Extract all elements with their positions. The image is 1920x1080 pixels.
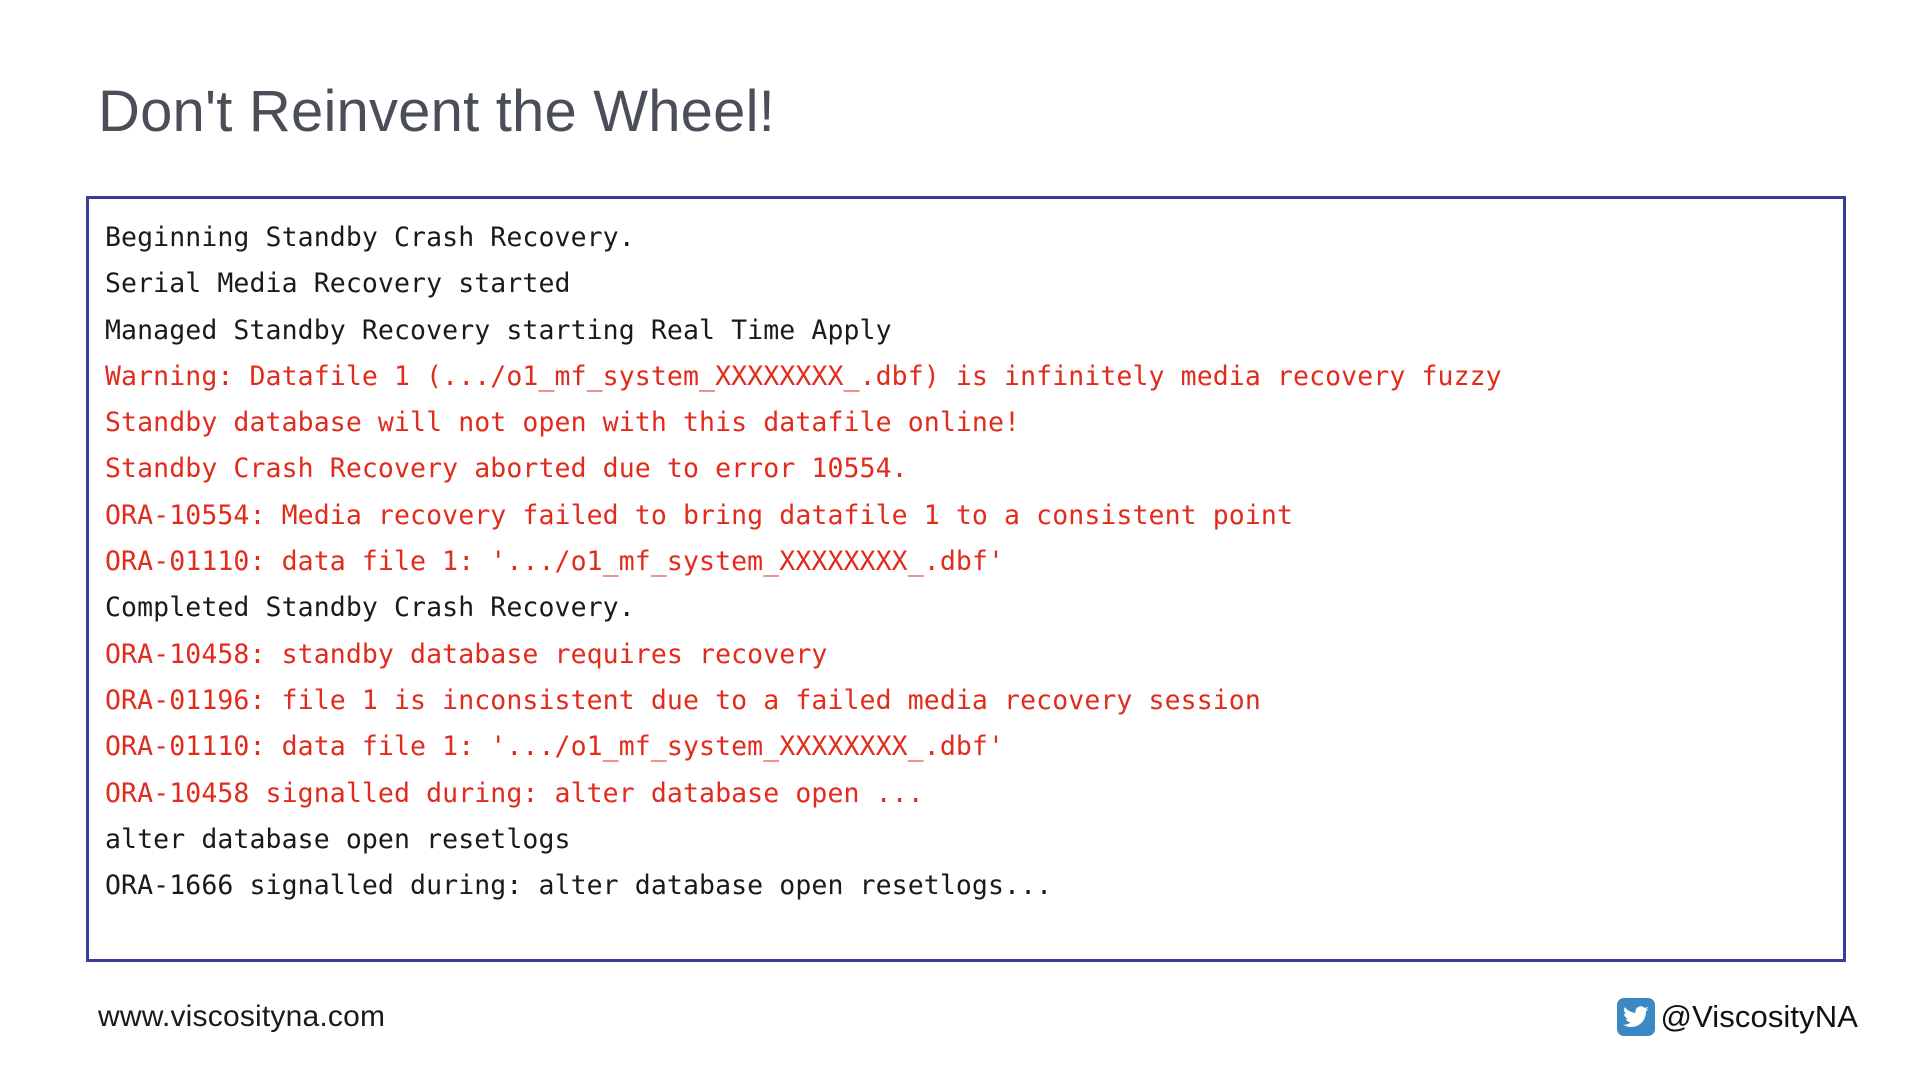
log-line: ORA-10458: standby database requires rec… [105,638,828,670]
log-line: ORA-01110: data file 1: '.../o1_mf_syste… [105,546,1005,578]
page-title: Don't Reinvent the Wheel! [98,79,775,144]
log-line: ORA-01196: file 1 is inconsistent due to… [105,684,1261,716]
log-line: Standby Crash Recovery aborted due to er… [105,453,908,485]
log-line: ORA-10458 signalled during: alter databa… [105,777,924,809]
footer-social[interactable]: @ViscosityNA [1616,998,1858,1036]
log-line: ORA-10554: Media recovery failed to brin… [105,499,1294,531]
log-line: Standby database will not open with this… [105,407,1021,439]
log-line: Serial Media Recovery started [105,268,571,300]
log-line: Completed Standby Crash Recovery. [105,592,635,624]
log-line: alter database open resetlogs [105,823,571,855]
log-output-box: Beginning Standby Crash Recovery. Serial … [86,196,1846,962]
social-handle-label: @ViscosityNA [1660,999,1858,1034]
log-line: Managed Standby Recovery starting Real T… [105,314,892,346]
log-line: ORA-1666 signalled during: alter databas… [105,870,1053,902]
twitter-icon[interactable] [1616,998,1655,1036]
footer-website-link[interactable]: www.viscosityna.com [98,1000,386,1033]
log-line: Warning: Datafile 1 (.../o1_mf_system_XX… [105,360,1502,392]
log-lines-container: Beginning Standby Crash Recovery. Serial … [105,215,1843,909]
log-line: ORA-01110: data file 1: '.../o1_mf_syste… [105,731,1005,763]
log-line: Beginning Standby Crash Recovery. [105,222,635,253]
